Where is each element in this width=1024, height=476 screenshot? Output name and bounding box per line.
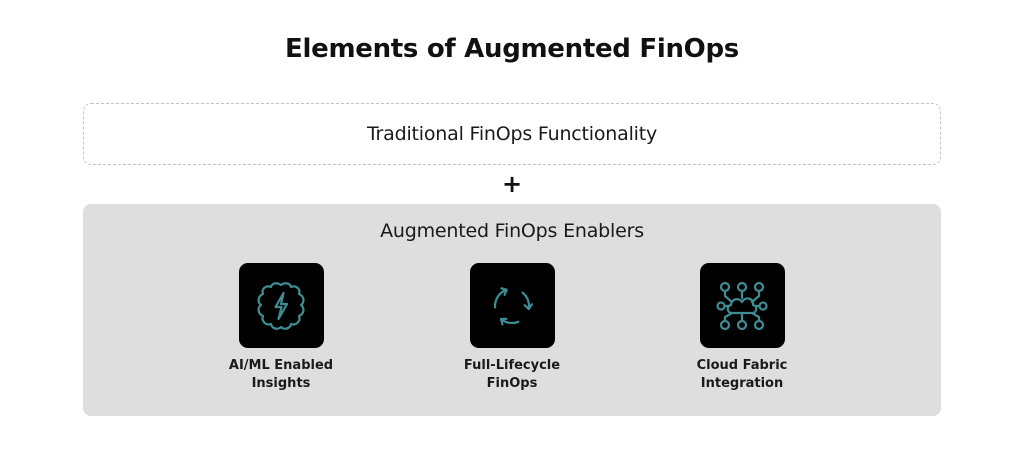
plus-sign: + bbox=[501, 170, 523, 198]
traditional-functionality-box: Traditional FinOps Functionality bbox=[83, 103, 941, 165]
enabler-label-line2: Insights bbox=[251, 376, 311, 391]
enabler-label-line2: Integration bbox=[700, 376, 784, 391]
enabler-ai-ml-insights: AI/ML Enabled Insights bbox=[196, 263, 366, 393]
brain-lightning-icon bbox=[257, 281, 305, 330]
cloud-network-icon bbox=[716, 281, 768, 330]
enabler-label: Cloud Fabric Integration bbox=[657, 357, 827, 393]
enabler-label-line1: Full-Lifecycle bbox=[463, 358, 561, 373]
enabler-full-lifecycle-finops: Full-Lifecycle FinOps bbox=[427, 263, 597, 393]
cycle-arrows-icon bbox=[493, 286, 533, 325]
enabler-icon-tile bbox=[238, 263, 324, 348]
diagram-title: Elements of Augmented FinOps bbox=[285, 34, 739, 64]
enabler-label-line2: FinOps bbox=[486, 376, 538, 391]
enabler-label-line1: AI/ML Enabled bbox=[228, 358, 334, 373]
enabler-cloud-fabric-integration: Cloud Fabric Integration bbox=[657, 263, 827, 393]
enablers-panel: Augmented FinOps Enablers AI/ML Enabled … bbox=[83, 204, 941, 416]
enabler-icon-tile bbox=[469, 263, 555, 348]
enabler-label: AI/ML Enabled Insights bbox=[196, 357, 366, 393]
traditional-functionality-label: Traditional FinOps Functionality bbox=[366, 123, 658, 145]
enabler-label-line1: Cloud Fabric bbox=[696, 358, 788, 373]
enablers-title: Augmented FinOps Enablers bbox=[380, 220, 644, 242]
enabler-label: Full-Lifecycle FinOps bbox=[427, 357, 597, 393]
enabler-icon-tile bbox=[699, 263, 785, 348]
